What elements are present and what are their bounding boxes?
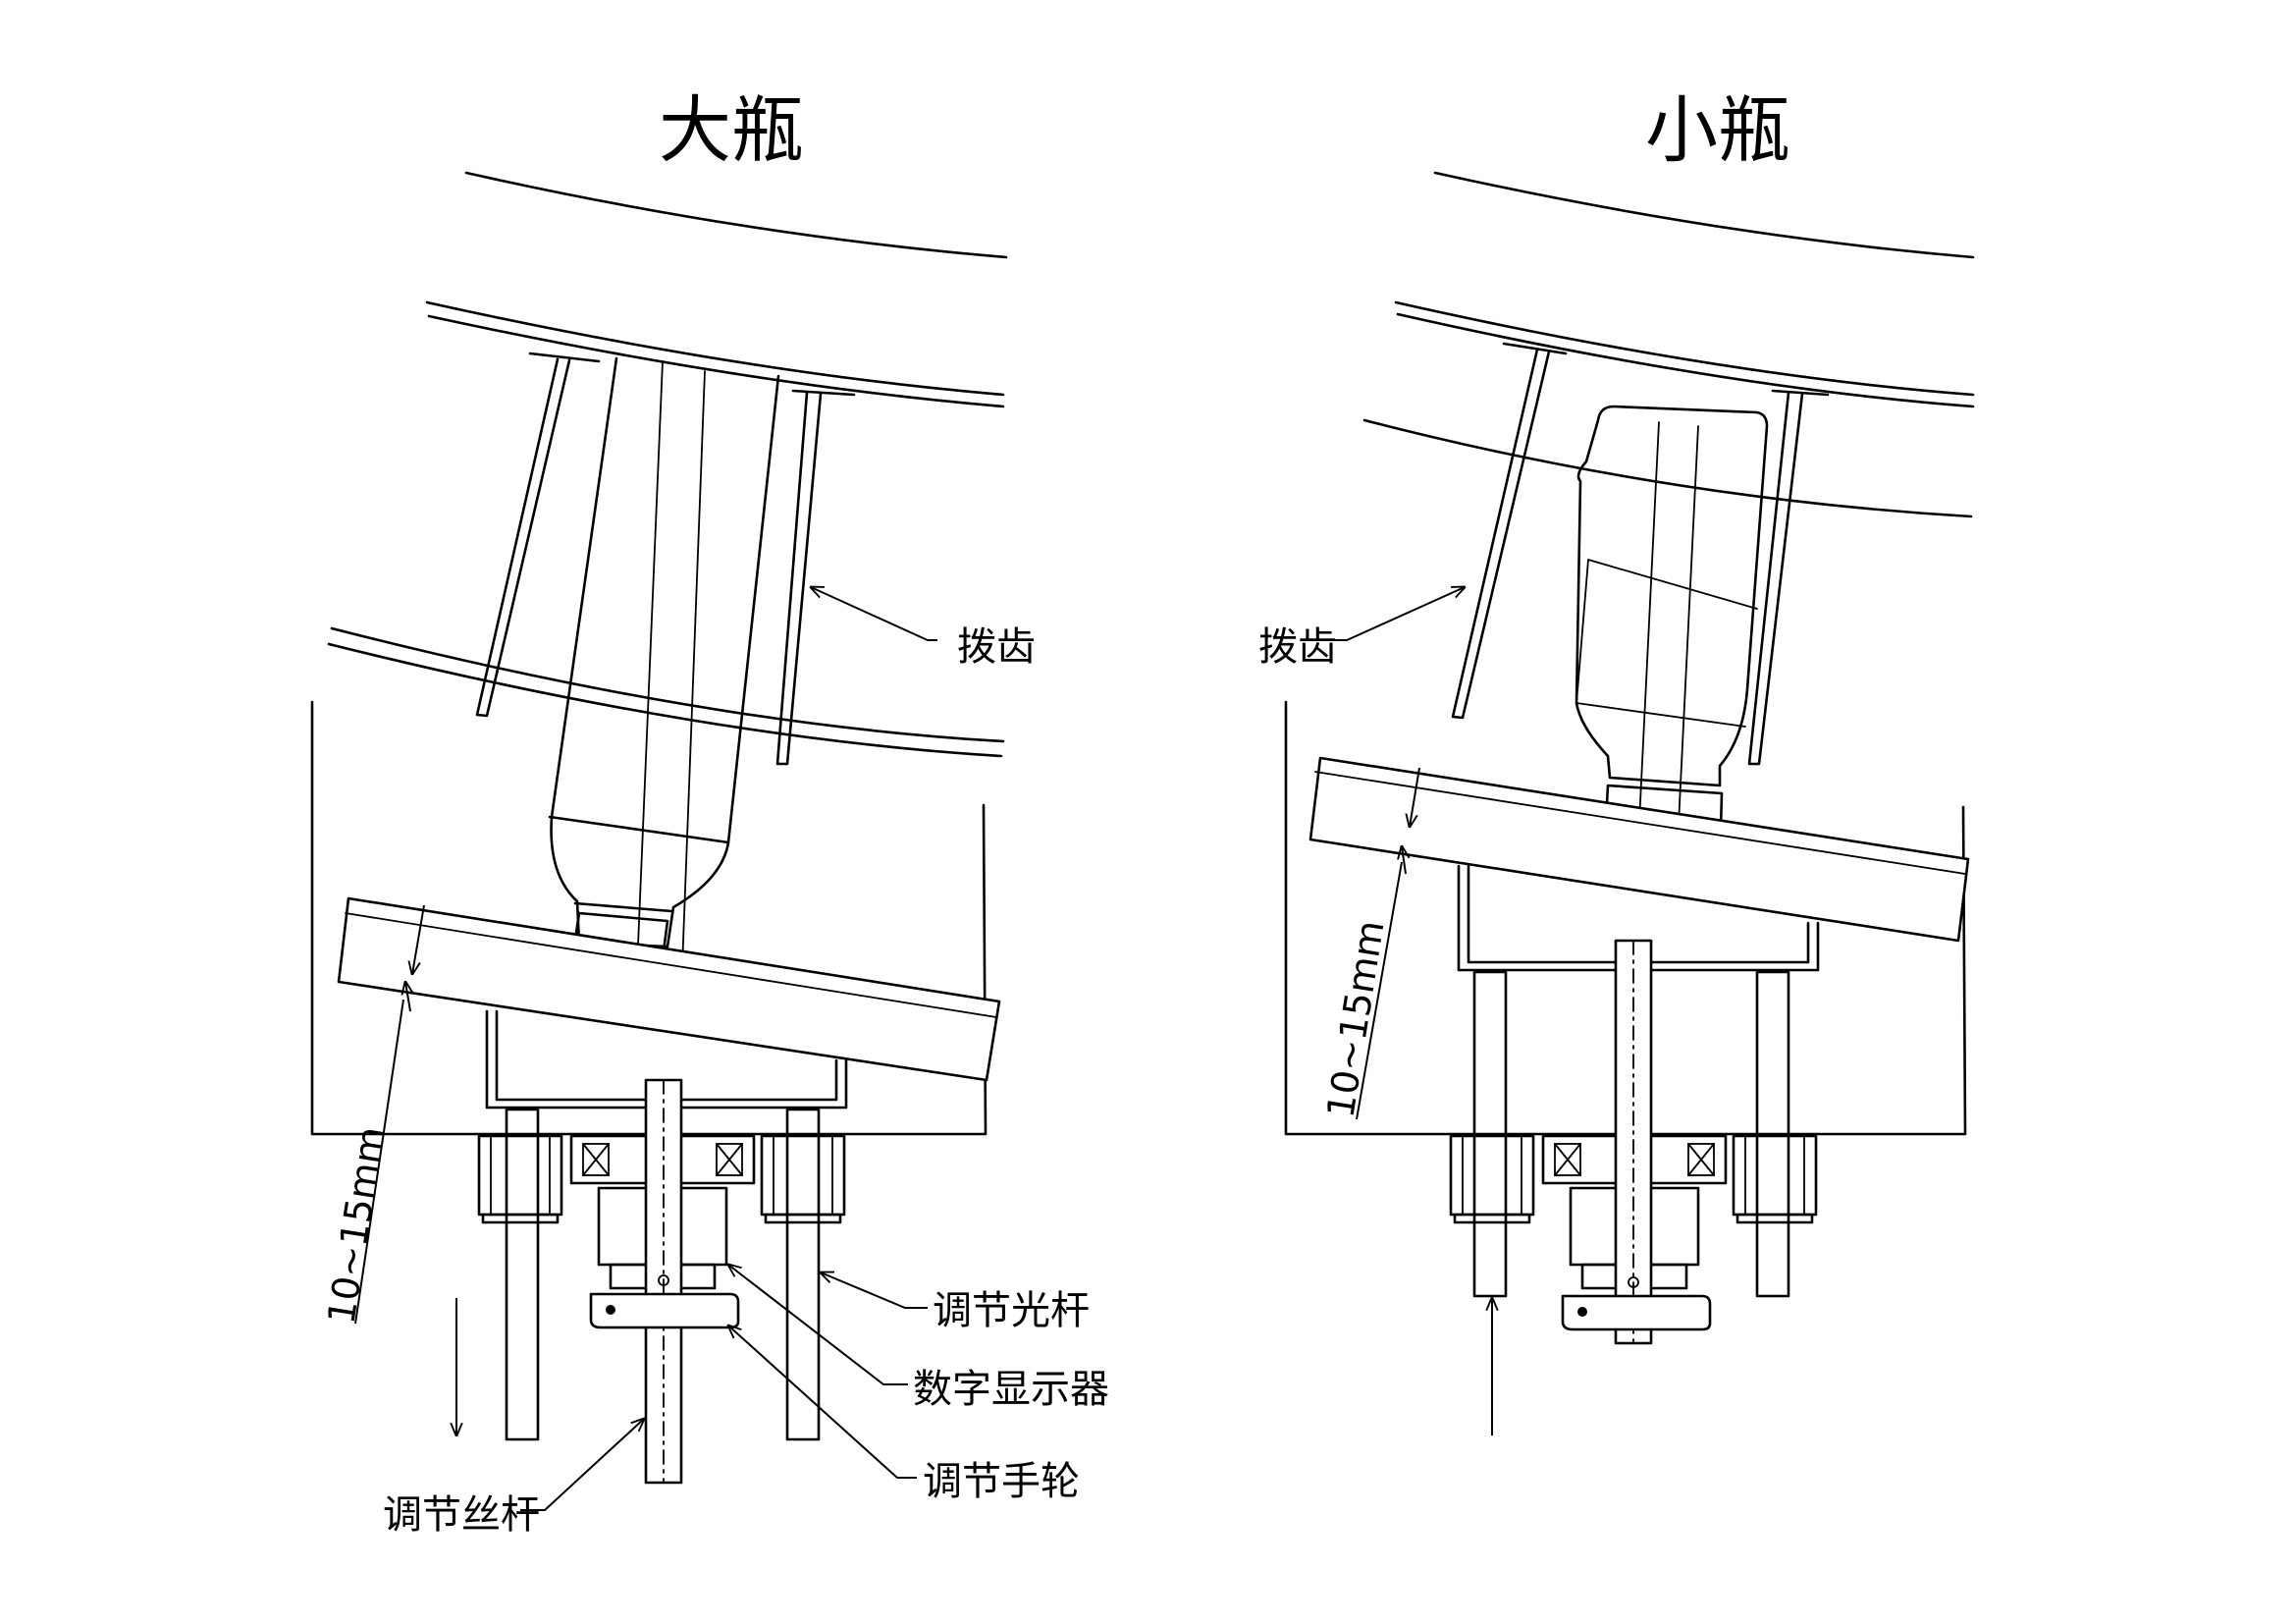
star-wheel-finger-right — [775, 389, 856, 766]
dimension-text-large: 10~15mm — [319, 1123, 393, 1326]
bottle-platform — [337, 896, 1001, 1082]
label-handwheel: 调节手轮 — [728, 1326, 1080, 1504]
dimension-text-small: 10~15mm — [1318, 917, 1392, 1120]
label-text-lead-screw: 调节丝杆 — [383, 1492, 540, 1538]
label-guide-rod: 调节光杆 — [821, 1272, 1090, 1333]
label-digital-display: 数字显示器 — [728, 1265, 1109, 1412]
label-text-guide-rod: 调节光杆 — [933, 1288, 1090, 1333]
guide-rod-right — [1732, 970, 1818, 1298]
star-wheel-finger-right — [1747, 389, 1830, 766]
star-wheel-finger-left — [1451, 342, 1568, 720]
star-wheel-arcs — [1362, 171, 1975, 518]
label-star-wheel-finger: 拨齿 — [1258, 587, 1465, 670]
handwheel — [589, 1292, 740, 1329]
large-bottle — [548, 356, 780, 999]
large-bottle-view: 大瓶 — [310, 88, 1109, 1538]
small-bottle-view: 小瓶 — [1258, 88, 1975, 1435]
star-wheel-arcs — [327, 171, 1008, 758]
star-wheel-finger-left — [475, 352, 601, 718]
view-title-large-bottle: 大瓶 — [659, 88, 804, 173]
small-bottle — [1575, 405, 1769, 866]
label-lead-screw: 调节丝杆 — [383, 1419, 644, 1538]
handwheel — [1561, 1294, 1712, 1331]
label-text-finger: 拨齿 — [957, 624, 1036, 670]
label-star-wheel-finger: 拨齿 — [811, 587, 1036, 670]
label-text-digital-display: 数字显示器 — [913, 1367, 1109, 1412]
view-title-small-bottle: 小瓶 — [1645, 88, 1790, 173]
bottle-platform — [1308, 756, 1970, 943]
lead-screw — [1614, 939, 1653, 1345]
lead-screw — [644, 1078, 683, 1485]
label-text-finger: 拨齿 — [1258, 624, 1337, 670]
guide-rod-right — [760, 1108, 846, 1441]
guide-rod-left — [477, 1108, 563, 1441]
label-text-handwheel: 调节手轮 — [923, 1459, 1080, 1504]
guide-rod-left — [1449, 970, 1535, 1298]
